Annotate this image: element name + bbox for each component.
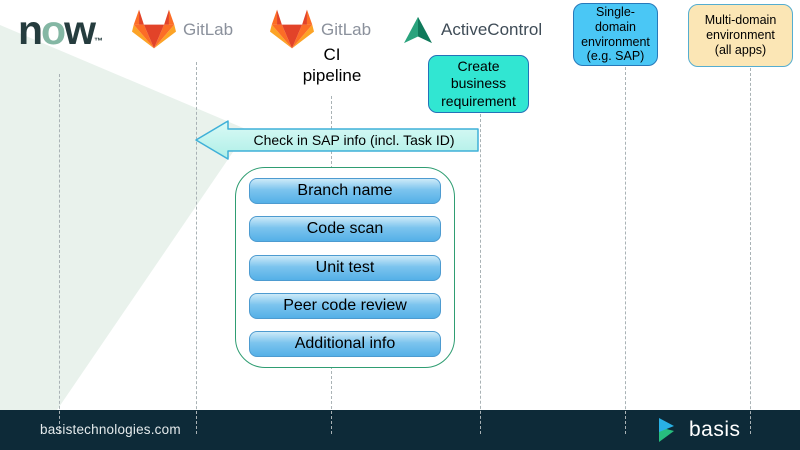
servicenow-logo-o: o <box>41 7 66 53</box>
swimlane-divider-gitlab <box>196 62 197 434</box>
swimlane-divider-servicenow <box>59 74 60 434</box>
pipeline-step-additional-info: Additional info <box>249 331 441 357</box>
pipeline-step-unit-test: Unit test <box>249 254 441 281</box>
swimlane-divider-activecontrol <box>480 114 481 434</box>
ci-pipeline-label: CI pipeline <box>302 45 362 86</box>
servicenow-logo: now™ <box>18 10 103 51</box>
trademark-symbol: ™ <box>94 36 103 46</box>
activecontrol-wordmark: ActiveControl <box>441 20 543 39</box>
pipeline-step-code-scan: Code scan <box>249 216 441 243</box>
servicenow-logo-n: n <box>18 7 43 53</box>
basis-wordmark: basis <box>689 418 741 441</box>
check-in-arrow <box>195 120 479 160</box>
swimlane-divider-single-domain <box>625 67 626 434</box>
pipeline-steps-container: Branch name Code scan Unit test Peer cod… <box>235 167 455 368</box>
swimlane-divider-multi-domain <box>750 68 751 434</box>
basis-logo: basis <box>658 410 741 450</box>
multi-domain-environment-box: Multi-domain environment (all apps) <box>688 4 793 67</box>
gitlab-wordmark: GitLab <box>321 20 372 39</box>
gitlab-tanuki-icon <box>132 9 176 49</box>
single-domain-environment-box: Single- domain environment (e.g. SAP) <box>573 3 658 66</box>
gitlab-wordmark: GitLab <box>183 20 234 39</box>
pipeline-step-peer-code-review: Peer code review <box>249 292 441 319</box>
gitlab-tanuki-icon <box>270 9 314 49</box>
activecontrol-icon <box>404 16 432 44</box>
pipeline-step-branch-name: Branch name <box>249 178 441 204</box>
servicenow-logo-w: w <box>64 7 96 53</box>
check-in-arrow-label: Check in SAP info (incl. Task ID) <box>253 132 455 148</box>
create-business-requirement-box: Create business requirement <box>428 55 529 113</box>
footer-url: basistechnologies.com <box>40 422 181 437</box>
basis-chevrons-icon <box>659 418 674 442</box>
